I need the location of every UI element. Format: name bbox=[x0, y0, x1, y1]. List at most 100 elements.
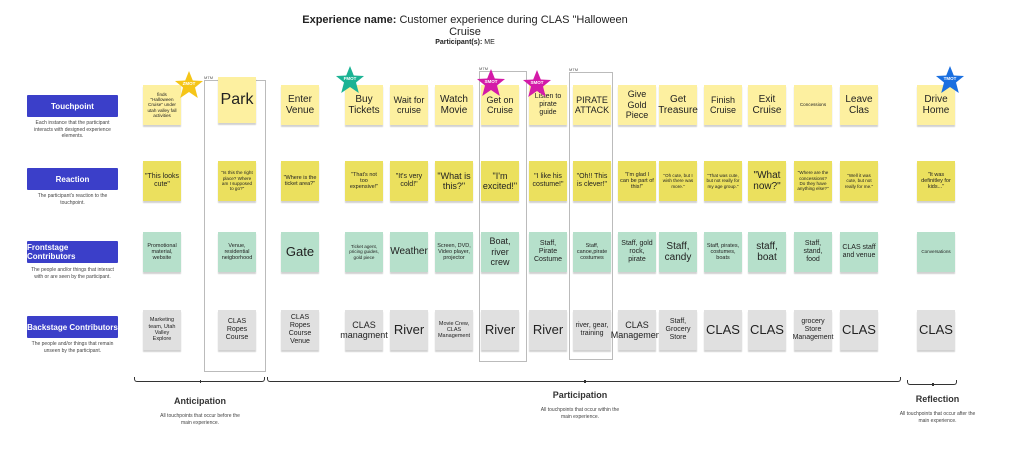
sticky-note-reaction[interactable]: "That was cute, but not really for my ag… bbox=[704, 161, 742, 201]
sticky-note-backstage[interactable]: River bbox=[529, 310, 567, 350]
sticky-note-reaction[interactable]: "This looks cute" bbox=[143, 161, 181, 201]
phase-desc: All touchpoints that occur within the ma… bbox=[540, 407, 620, 420]
sticky-note-touchpoint[interactable]: Buy Tickets bbox=[345, 85, 383, 125]
sticky-note-backstage[interactable]: CLAS Ropes Course Venue bbox=[281, 310, 319, 350]
row-desc-frontstage: The people and/or things that interact w… bbox=[31, 267, 114, 280]
sticky-note-touchpoint[interactable]: Wait for cruise bbox=[390, 85, 428, 125]
participation-brace bbox=[267, 377, 901, 383]
sticky-note-backstage[interactable]: CLAS bbox=[917, 310, 955, 350]
mtm-frame-pirate[interactable] bbox=[569, 72, 613, 360]
sticky-note-backstage[interactable]: CLAS bbox=[704, 310, 742, 350]
sticky-note-frontstage[interactable]: Promotional material, website bbox=[143, 232, 181, 272]
phase-desc: All touchpoints that occur before the ma… bbox=[160, 413, 240, 426]
sticky-note-frontstage[interactable]: Staff, gold rock, pirate bbox=[618, 232, 656, 272]
sticky-note-backstage[interactable]: river, gear, training bbox=[573, 310, 611, 350]
sticky-note-frontstage[interactable]: Conversations bbox=[917, 232, 955, 272]
sticky-note-backstage[interactable]: Movie Crew, CLAS Management bbox=[435, 310, 473, 350]
star-label: TMOT bbox=[943, 76, 957, 81]
sticky-note-backstage[interactable]: River bbox=[481, 310, 519, 350]
sticky-note-backstage[interactable]: Staff, Grocery Store bbox=[659, 310, 697, 350]
sticky-note-frontstage[interactable]: Staff, pirates, costumes, boats bbox=[704, 232, 742, 272]
phase-anticipation: Anticipation All touchpoints that occur … bbox=[140, 396, 260, 426]
sticky-note-touchpoint[interactable]: PIRATE ATTACK bbox=[573, 85, 611, 125]
row-label-frontstage[interactable]: Frontstage Contributors bbox=[27, 241, 118, 263]
participants-value: ME bbox=[484, 39, 495, 46]
sticky-note-reaction[interactable]: "Oh!! This is clever!" bbox=[573, 161, 611, 201]
mtm-label: MTM bbox=[569, 67, 579, 72]
sticky-note-touchpoint[interactable]: Exit Cruise bbox=[748, 85, 786, 125]
sticky-note-reaction[interactable]: "What now?" bbox=[748, 161, 786, 201]
sticky-note-backstage[interactable]: CLAS Ropes Course bbox=[218, 310, 256, 350]
sticky-note-touchpoint[interactable]: Get Treasure bbox=[658, 85, 698, 125]
row-desc-reaction: The participant's reaction to the touchp… bbox=[37, 193, 108, 206]
sticky-note-frontstage[interactable]: Staff, candy bbox=[659, 232, 697, 272]
sticky-note-backstage[interactable]: CLAS managment bbox=[340, 310, 388, 350]
experience-name: Customer experience during CLAS "Hallowe… bbox=[399, 14, 628, 38]
row-label-backstage[interactable]: Backstage Contributors bbox=[27, 316, 118, 338]
sticky-note-backstage[interactable]: CLAS bbox=[840, 310, 878, 350]
sticky-note-frontstage[interactable]: staff, boat bbox=[748, 232, 786, 272]
row-desc-touchpoint: Each instance that the participant inter… bbox=[34, 120, 111, 139]
sticky-note-reaction[interactable]: "I'm glad I can be part of this!" bbox=[618, 161, 656, 201]
sticky-note-touchpoint[interactable]: Park bbox=[218, 77, 256, 123]
experience-title: Experience name: Customer experience dur… bbox=[300, 14, 630, 38]
sticky-note-reaction[interactable]: "I'm excited!" bbox=[481, 161, 519, 201]
sticky-note-backstage[interactable]: grocery Store Management bbox=[793, 310, 833, 350]
experience-name-label: Experience name: bbox=[302, 14, 397, 26]
phase-title: Participation bbox=[552, 390, 608, 400]
row-desc-backstage: The people and/or things that remain uns… bbox=[31, 341, 114, 354]
participants: Participant(s): ME bbox=[300, 39, 630, 46]
sticky-note-backstage[interactable]: CLAS bbox=[748, 310, 786, 350]
sticky-note-touchpoint[interactable]: Watch Movie bbox=[435, 85, 473, 125]
star-label: SMOT bbox=[484, 79, 498, 84]
sticky-note-frontstage[interactable]: Venue, residential neigborhood bbox=[218, 232, 256, 272]
sticky-note-frontstage[interactable]: Screen, DVD, Video player, projector bbox=[435, 232, 473, 272]
tmot-star-icon: TMOT bbox=[935, 65, 965, 95]
sticky-note-reaction[interactable]: "Well it was cute, but not really for me… bbox=[840, 161, 878, 201]
row-label-reaction[interactable]: Reaction bbox=[27, 168, 118, 190]
mtm-label: MTM bbox=[479, 66, 489, 71]
sticky-note-reaction[interactable]: "It's very cold!" bbox=[390, 161, 428, 201]
sticky-note-frontstage[interactable]: Gate bbox=[281, 232, 319, 272]
sticky-note-reaction[interactable]: "It was definitley for kids..." bbox=[917, 161, 955, 201]
sticky-note-backstage[interactable]: Marketing team, Utah Valley Explore bbox=[143, 310, 181, 350]
sticky-note-backstage[interactable]: CLAS Management bbox=[611, 310, 663, 350]
sticky-note-touchpoint[interactable]: Enter Venue bbox=[281, 85, 319, 125]
sticky-note-frontstage[interactable]: Ticket agent, pricing guides, gold piece bbox=[345, 232, 383, 272]
sticky-note-reaction[interactable]: "I like his costume!" bbox=[529, 161, 567, 201]
sticky-note-touchpoint[interactable]: Drive Home bbox=[917, 85, 955, 125]
sticky-note-frontstage[interactable]: Weather bbox=[390, 232, 428, 272]
phase-reflection: Reflection All touchpoints that occur af… bbox=[895, 394, 980, 424]
phase-title: Anticipation bbox=[174, 396, 226, 406]
row-label-touchpoint[interactable]: Touchpoint bbox=[27, 95, 118, 117]
sticky-note-reaction[interactable]: "Where is the ticket area?" bbox=[281, 161, 319, 201]
sticky-note-reaction[interactable]: "That's not too expensive!" bbox=[345, 161, 383, 201]
sticky-note-frontstage[interactable]: Staff, canoe,pirate costumes bbox=[573, 232, 611, 272]
phase-participation: Participation All touchpoints that occur… bbox=[525, 390, 635, 420]
sticky-note-frontstage[interactable]: Boat, river crew bbox=[481, 232, 519, 272]
mtm-label: MTM bbox=[204, 75, 214, 80]
sticky-note-reaction[interactable]: "Is this the right place? Where am I sup… bbox=[218, 161, 256, 201]
sticky-note-touchpoint[interactable]: Finish Cruise bbox=[704, 85, 742, 125]
reflection-brace bbox=[907, 380, 957, 386]
mtm-frame-cruise[interactable] bbox=[479, 71, 527, 362]
phase-desc: All touchpoints that occur after the mai… bbox=[899, 411, 976, 424]
sticky-note-frontstage[interactable]: Staff, Pirate Costume bbox=[529, 232, 567, 272]
star-label: SMOT bbox=[530, 80, 544, 85]
smot-star-icon: SMOT bbox=[522, 69, 552, 99]
sticky-note-reaction[interactable]: "What is this?" bbox=[435, 161, 473, 201]
sticky-note-backstage[interactable]: River bbox=[390, 310, 428, 350]
sticky-note-touchpoint[interactable]: Concessions bbox=[794, 85, 832, 125]
star-label: FMOT bbox=[343, 76, 357, 81]
sticky-note-frontstage[interactable]: CLAS staff and venue bbox=[840, 232, 878, 272]
sticky-note-reaction[interactable]: "Oh cute, but I wish there was more." bbox=[659, 161, 697, 201]
sticky-note-touchpoint[interactable]: Leave Clas bbox=[840, 85, 878, 125]
sticky-note-touchpoint[interactable]: Give Gold Piece bbox=[618, 85, 656, 125]
sticky-note-touchpoint[interactable]: finds "Halloween Cruise" under utah vall… bbox=[143, 85, 181, 125]
anticipation-brace bbox=[134, 377, 265, 383]
phase-title: Reflection bbox=[915, 394, 960, 404]
sticky-note-frontstage[interactable]: Staff, stand, food bbox=[794, 232, 832, 272]
sticky-note-reaction[interactable]: "Where are the concessions? Do they have… bbox=[794, 161, 832, 201]
fmot-star-icon: FMOT bbox=[335, 65, 365, 95]
star-label: ZMOT bbox=[182, 81, 196, 86]
